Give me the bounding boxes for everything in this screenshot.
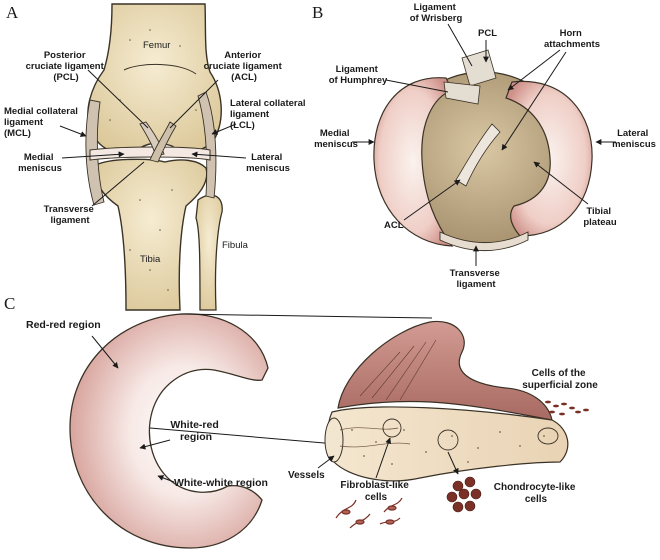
label-fibroblast: Fibroblast-like cells [340,480,411,503]
label-mcl: Medial collateral ligament (MCL) [4,106,81,139]
arrow-horn-1 [507,49,561,91]
leader-pcl-a [87,69,149,129]
arrow-vessels [317,455,335,469]
panel-b-letter: B [312,3,323,22]
arrow-acl-b [403,179,461,221]
ligament-humphrey [443,81,481,105]
leader-transverse-a [91,161,145,207]
lcl-ligament [197,91,217,199]
panel-a-knee-joint: A Femur Posterior cruciate ligament (P [4,3,308,311]
arrow-tibial-plateau [533,161,589,205]
meniscus-cross-section [327,406,569,482]
bone-texture [109,29,197,291]
arrow-white-white [157,475,175,483]
arrow-lcl [211,123,237,135]
arrow-mcl [59,125,87,137]
label-lateral-meniscus-a: Lateral meniscus [246,152,290,174]
meniscus-c-shape [69,313,269,549]
fibroblast-focus [382,418,402,438]
meniscus-wedge-top [337,320,553,421]
leader-humphrey [385,79,449,93]
arrow-chondrocyte [447,451,459,475]
label-vessels: Vessels [288,470,325,481]
tibia-bone [94,158,208,311]
label-horn-attachments: Horn attachments [544,28,600,50]
chondrocyte-cells-icon [446,476,482,513]
label-humphrey: Ligament of Humphrey [329,64,388,86]
label-chondrocyte: Chondrocyte-like cells [494,482,578,505]
arrow-medial-meniscus-a [61,151,125,159]
fibula-bone [195,194,223,311]
panel-a-letter: A [6,3,19,22]
label-pcl-b: PCL [478,28,497,39]
label-fibula: Fibula [222,240,249,251]
chondrocyte-focus [437,429,459,451]
label-transverse-a: Transverse ligament [44,204,97,226]
section-texture [351,429,545,465]
transverse-ligament-b [439,231,529,251]
acl-ligament [149,121,177,163]
femur-condyle-line [123,63,197,75]
label-medial-meniscus-a: Medial meniscus [18,152,62,174]
vessel-opening [324,417,344,463]
panel-c-meniscus-regions: C [4,294,598,549]
meniscus-band [89,146,211,161]
arrow-horn-2 [501,51,567,151]
panel-b-tibial-plateau: B Ligament of Wrisberg PCL Horn attachme… [312,2,656,290]
connector-top [179,313,433,319]
acl-b [455,123,501,187]
arrow-lateral-meniscus-a [191,151,247,159]
label-medial-meniscus-b: Medial meniscus [314,128,358,150]
label-lateral-meniscus-b: Lateral meniscus [612,128,656,150]
fibroblast-cells-icon [335,497,403,529]
connector-bottom [149,427,337,445]
lateral-meniscus-b [505,80,593,237]
femur-bone [87,3,222,154]
superficial-cells-icon [545,400,589,416]
arrow-red-red [91,335,119,369]
label-red-red: Red-red region [26,319,101,331]
label-superficial-zone: Cells of the superficial zone [522,368,598,391]
superficial-focus [537,427,559,445]
label-white-white: White-white region [174,477,268,489]
label-lcl: Lateral collateral ligament (LCL) [230,98,308,131]
label-wrisberg: Ligament of Wrisberg [410,2,463,24]
label-acl-b: ACL [384,220,404,231]
label-transverse-b: Transverse ligament [450,268,503,290]
label-pcl-a: Posterior cruciate ligament (PCL) [26,50,107,83]
label-tibial-plateau: Tibial plateau [583,206,616,228]
wedge-fibers [359,339,437,401]
label-white-red: White-red region [170,419,221,443]
leader-wrisberg [447,23,473,67]
label-tibia: Tibia [140,254,161,265]
leader-acl-a [169,79,219,129]
medial-meniscus-b [373,77,454,247]
arrow-fibroblast [375,437,392,479]
label-femur: Femur [143,40,170,51]
arrow-white-red [139,439,171,450]
vessel-lines [339,427,411,448]
panel-c-letter: C [4,294,15,313]
label-acl-a: Anterior cruciate ligament (ACL) [204,50,285,83]
